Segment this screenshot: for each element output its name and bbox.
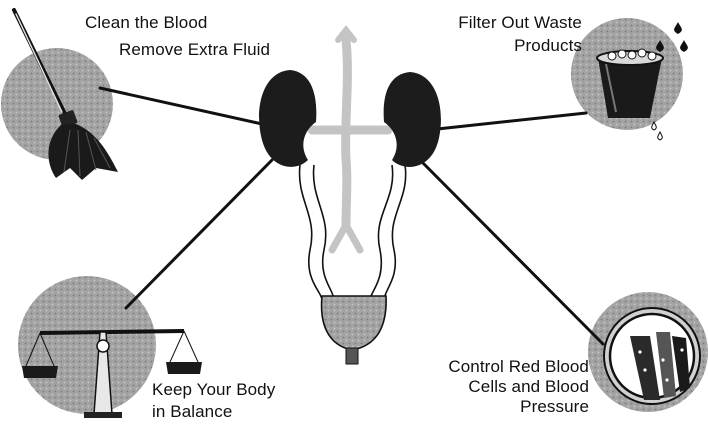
label-control-line2: Cells and Blood [448, 377, 589, 396]
label-filter-line2: Products [458, 36, 582, 55]
label-balance-line1: Keep Your Body [152, 380, 275, 399]
kidney-right [384, 72, 441, 167]
label-control-line1: Control Red Blood [448, 357, 589, 376]
label-control-line3: Pressure [448, 397, 589, 416]
label-filter-out-waste: Filter Out Waste Products [458, 13, 582, 55]
label-remove-extra-fluid: Remove Extra Fluid [119, 40, 270, 59]
bladder [322, 296, 387, 364]
label-keep-body-in-balance: Keep Your Body in Balance [152, 380, 275, 421]
label-control-red-blood-cells: Control Red Blood Cells and Blood Pressu… [448, 357, 589, 416]
connector-clean-blood [100, 88, 262, 124]
label-clean-the-blood-text: Clean the Blood [85, 13, 207, 32]
label-remove-extra-fluid-text: Remove Extra Fluid [119, 40, 270, 59]
connector-balance [126, 160, 272, 308]
blood-cells-icon [604, 308, 700, 404]
connector-filter-waste [428, 113, 586, 130]
connector-control-cells [420, 160, 603, 344]
label-balance-line2: in Balance [152, 402, 275, 421]
kidney-left [259, 70, 316, 167]
label-filter-line1: Filter Out Waste [458, 13, 582, 32]
label-clean-the-blood: Clean the Blood [85, 13, 207, 32]
